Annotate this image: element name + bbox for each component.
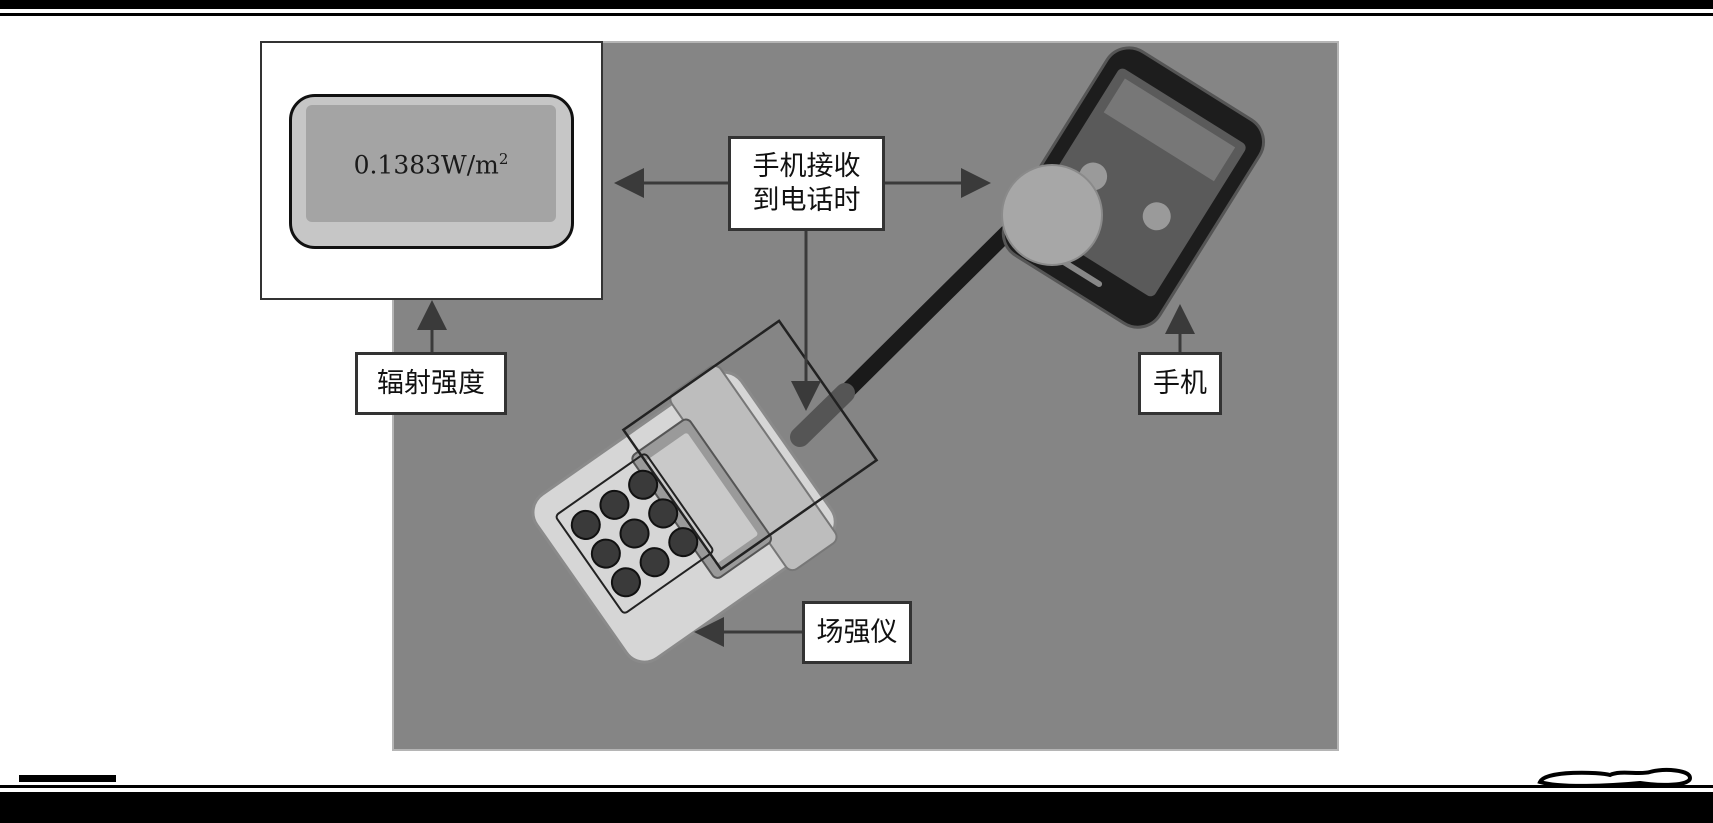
readout-value: 0.1383W/m2: [306, 150, 556, 179]
readout-exponent: 2: [498, 150, 509, 168]
top-rule-thin: [0, 13, 1713, 16]
probe-antenna: [790, 197, 1043, 447]
label-radiation-intensity: 辐射强度: [355, 352, 507, 415]
corner-decoration: [1520, 768, 1693, 823]
bottom-rule-thin: [0, 785, 1713, 788]
label-phone: 手机: [1138, 352, 1222, 415]
label-phone-receiving-call: 手机接收 到电话时: [728, 136, 885, 231]
top-rule-thick: [0, 0, 1713, 9]
readout-display-screen: [306, 105, 556, 222]
probe-sphere: [1001, 164, 1103, 266]
bottom-rule-thick: [0, 792, 1713, 823]
bottom-left-mark: [19, 775, 116, 782]
readout-number: 0.1383W/m: [353, 150, 499, 180]
display-highlight-box: [621, 319, 879, 571]
label-field-meter: 场强仪: [802, 601, 912, 664]
